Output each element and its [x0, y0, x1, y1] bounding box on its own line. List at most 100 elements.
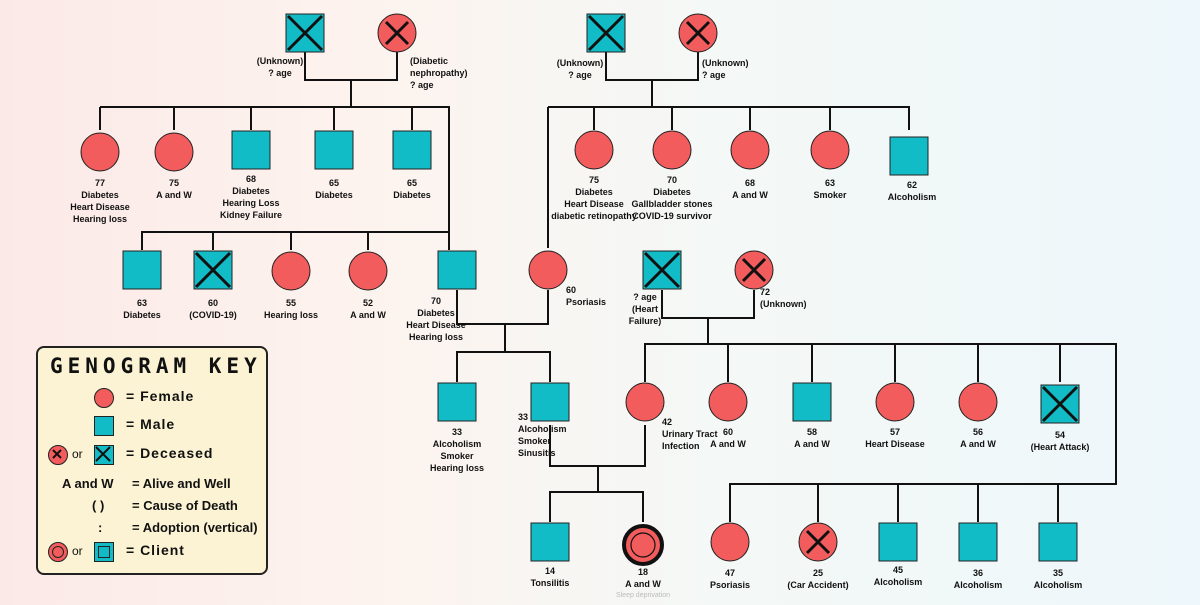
person-label: 55 — [286, 298, 296, 308]
key-aw-def: = Alive and Well — [132, 476, 231, 491]
deceased-female-icon — [48, 445, 68, 465]
male-symbol — [314, 130, 354, 170]
key-or-2: or — [72, 544, 83, 558]
female-symbol — [94, 388, 114, 408]
person-label: 68 — [246, 174, 256, 184]
person-label: Kidney Failure — [220, 210, 282, 220]
person-label: Heart Disease — [564, 199, 624, 209]
person-label: ? age — [410, 80, 434, 90]
person-label: 72 — [760, 287, 770, 297]
female-symbol — [271, 251, 311, 291]
person-label: 36 — [973, 568, 983, 578]
person-label: Hearing loss — [73, 214, 127, 224]
person-label: 35 — [1053, 568, 1063, 578]
deceased-mark — [194, 251, 232, 289]
genogram-key: GENOGRAM KEY = Female = Male or = Deceas… — [36, 346, 268, 575]
person-label: 54 — [1055, 430, 1065, 440]
person-label: 70 — [431, 296, 441, 306]
person-label: 33 — [518, 412, 528, 422]
person-label: Tonsilitis — [531, 578, 570, 588]
person-label: Diabetes — [575, 187, 613, 197]
person-label: 18 — [638, 567, 648, 577]
male-symbol — [437, 250, 477, 290]
person-ma3: 68A and W — [730, 130, 770, 200]
female-symbol — [810, 130, 850, 170]
female-symbol — [528, 250, 568, 290]
person-label: Diabetes — [123, 310, 161, 320]
person-label: 63 — [825, 178, 835, 188]
male-symbol — [530, 522, 570, 562]
person-ws5: 54(Heart Attack) — [1031, 384, 1089, 452]
person-label: (Diabetic — [410, 56, 448, 66]
person-label: 45 — [893, 565, 903, 575]
person-label: (Unknown) — [557, 58, 604, 68]
person-label: 62 — [907, 180, 917, 190]
person-label: 14 — [545, 566, 555, 576]
person-label: Alcoholism — [1034, 580, 1083, 590]
person-label: Hearing Loss — [222, 198, 279, 208]
key-male: = Male — [126, 416, 176, 432]
person-c4: 52A and W — [348, 251, 388, 320]
female-symbol — [154, 132, 194, 172]
person-label: A and W — [625, 579, 661, 589]
male-symbol — [889, 136, 929, 176]
key-female: = Female — [126, 388, 195, 404]
person-label: Alcoholism — [433, 439, 482, 449]
person-label: Heart Disease — [865, 439, 925, 449]
male-symbol — [1038, 522, 1078, 562]
person-label: A and W — [350, 310, 386, 320]
person-label: 60 — [566, 285, 576, 295]
person-label: 70 — [667, 175, 677, 185]
key-adopt-def: = Adoption (vertical) — [132, 520, 258, 535]
person-label: 47 — [725, 568, 735, 578]
female-symbol — [652, 130, 692, 170]
person-label: 75 — [589, 175, 599, 185]
person-label: Hearing loss — [430, 463, 484, 473]
male-symbol — [94, 416, 114, 436]
person-label: Diabetes — [653, 187, 691, 197]
person-mgf: (Unknown) ? age — [557, 13, 626, 80]
person-label: A and W — [732, 190, 768, 200]
person-pa2: 75A and W — [154, 132, 194, 200]
person-label: 60 — [208, 298, 218, 308]
person-ws2: 58A and W — [792, 382, 832, 449]
deceased-mark — [587, 14, 625, 52]
client-marker — [630, 532, 656, 558]
person-label: Psoriasis — [566, 297, 606, 307]
person-label: diabetic retinopathy — [551, 211, 637, 221]
female-symbol — [80, 132, 120, 172]
client-female-icon — [48, 542, 68, 562]
person-label: ? age — [268, 68, 292, 78]
person-label: 65 — [329, 178, 339, 188]
person-label: ? age — [568, 70, 592, 80]
person-label: Hearing loss — [264, 310, 318, 320]
person-label: Heart Disease — [70, 202, 130, 212]
person-label: Hearing loss — [409, 332, 463, 342]
person-label: 58 — [807, 427, 817, 437]
person-label: A and W — [156, 190, 192, 200]
male-symbol — [231, 130, 271, 170]
key-or-1: or — [72, 447, 83, 461]
person-label: (COVID-19) — [189, 310, 237, 320]
key-title: GENOGRAM KEY — [50, 354, 262, 378]
female-symbol — [875, 382, 915, 422]
person-n2: 25(Car Accident) — [787, 522, 849, 590]
person-ws4: 56A and W — [958, 382, 998, 449]
person-c2: 60 (COVID-19) — [189, 250, 237, 320]
person-ws1: 60A and W — [708, 382, 748, 449]
male-symbol — [530, 382, 570, 422]
deceased-male-icon — [94, 445, 114, 465]
